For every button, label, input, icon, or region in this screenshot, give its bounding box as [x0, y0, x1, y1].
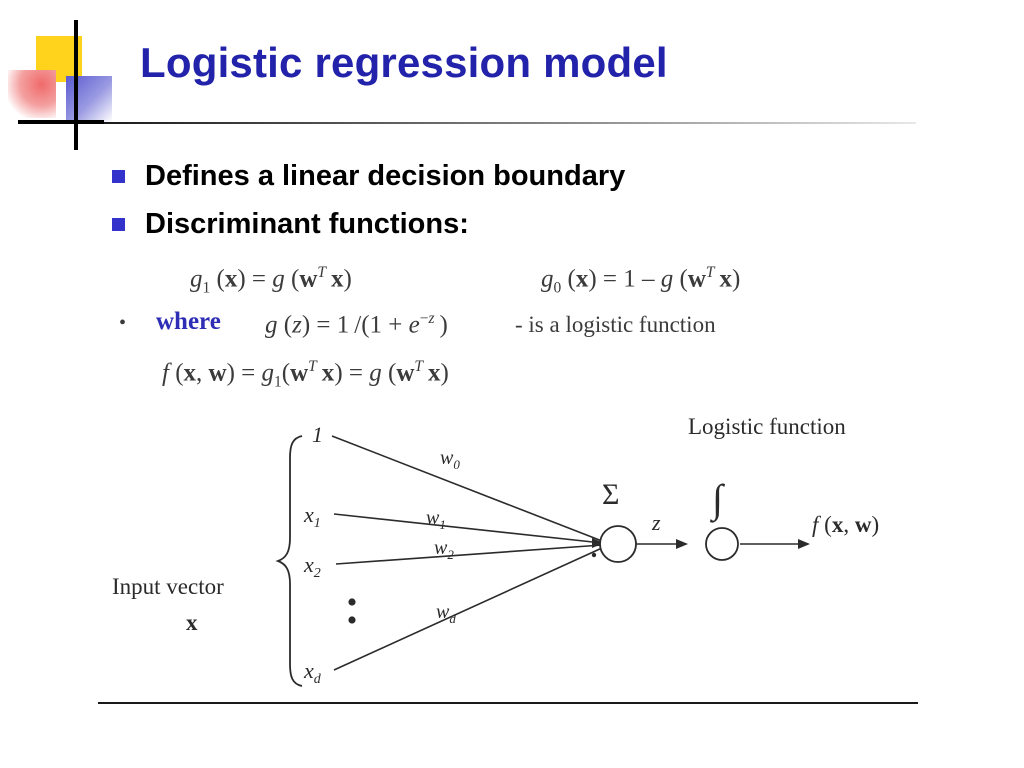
diagram-input-2: x2 — [303, 552, 321, 581]
diagram-input-1: x1 — [303, 502, 321, 531]
bottom-rule — [98, 702, 918, 704]
diagram-sum-symbol: Σ — [602, 478, 619, 511]
discriminant-equations: g1 (x) = g (wT x) g0 (x) = 1 – g (wT x) … — [0, 258, 1024, 408]
decoration-vertical-bar — [74, 20, 78, 150]
diagram-input-0: 1 — [312, 422, 323, 447]
diagram-weight-2: w2 — [434, 537, 454, 562]
diagram-weight-0: w0 — [440, 447, 460, 472]
list-item: Discriminant functions: — [112, 206, 952, 242]
list-item: Defines a linear decision boundary — [112, 158, 952, 194]
equation-f: f (x, w) = g1(wT x) = g (wT x) — [162, 358, 449, 391]
diagram-weight-1: w1 — [426, 507, 446, 532]
equation-logistic: g (z) = 1 /(1 + e−z ) — [265, 310, 448, 339]
decoration-red-square — [8, 70, 56, 118]
logistic-note: - is a logistic function — [515, 312, 716, 337]
diagram-input-vector-symbol: x — [186, 610, 198, 635]
title-underline-rule — [104, 122, 916, 124]
diagram-z-label: z — [651, 510, 661, 535]
equation-g1: g1 (x) = g (wT x) — [190, 264, 352, 297]
equation-g0: g0 (x) = 1 – g (wT x) — [541, 264, 741, 297]
bullet-text: Discriminant functions: — [145, 208, 469, 241]
bullet-marker-icon — [112, 170, 125, 183]
where-bullet-icon: • — [119, 312, 127, 334]
diagram-weight-3: wd — [436, 601, 456, 626]
page-title: Logistic regression model — [140, 39, 668, 86]
where-label: where — [156, 308, 221, 335]
diagram-output-label: f (x, w) — [812, 512, 879, 537]
diagram-integral-symbol: ∫ — [709, 476, 726, 523]
bullet-text: Defines a linear decision boundary — [145, 160, 626, 192]
bullet-marker-icon — [112, 218, 125, 232]
title-decoration — [0, 0, 140, 150]
vertical-dots-icon — [348, 598, 356, 606]
diagram-input-3: xd — [303, 658, 322, 687]
logistic-unit-diagram: 1 x1 x2 xd w0 w1 w2 wd Σ z ∫ Logistic fu… — [96, 412, 924, 712]
diagram-logistic-function-label: Logistic function — [688, 414, 846, 439]
diagram-input-vector-label: Input vector — [112, 574, 224, 599]
decoration-blue-square — [66, 76, 112, 122]
bullet-list: Defines a linear decision boundary Discr… — [112, 158, 952, 255]
decoration-horizontal-bar — [18, 120, 104, 124]
